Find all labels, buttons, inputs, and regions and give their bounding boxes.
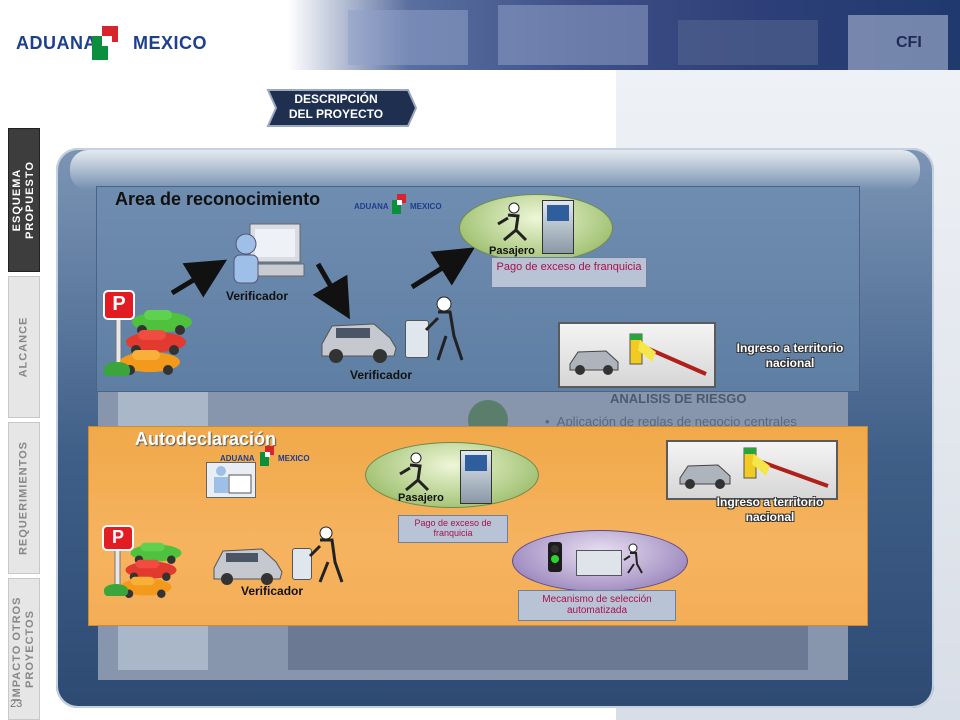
side-tab-alcance[interactable]: ALCANCE bbox=[8, 276, 40, 418]
frame-highlight bbox=[70, 150, 920, 190]
pago-caption-auto: Pago de exceso de franquicia bbox=[398, 515, 508, 543]
logo-left-text: ADUANA bbox=[354, 202, 389, 211]
brand-logo-icon bbox=[260, 446, 274, 466]
logo-right-text: MEXICO bbox=[410, 202, 442, 211]
brand-logo-icon bbox=[392, 194, 406, 214]
car-icon bbox=[210, 544, 284, 591]
person-icon bbox=[622, 543, 644, 579]
verificador-label-auto: Verificador bbox=[241, 584, 304, 598]
ingreso-label-2: Ingreso a territorio nacional bbox=[716, 495, 824, 524]
panel-auto-logo: ADUANA MEXICO bbox=[220, 446, 320, 472]
person-icon bbox=[496, 202, 530, 247]
ingreso-image-1 bbox=[558, 322, 716, 388]
verificador-label-1: Verificador bbox=[226, 289, 289, 303]
car-icon bbox=[318, 318, 398, 369]
verificador-label-2: Verificador bbox=[350, 368, 413, 382]
car-icon bbox=[120, 536, 188, 601]
person-icon bbox=[308, 526, 344, 589]
traffic-light-icon bbox=[548, 542, 562, 572]
background-bullet: • Aplicación de reglas de negocio centra… bbox=[545, 414, 797, 429]
logo-left-text: ADUANA bbox=[220, 454, 255, 463]
parking-sign-icon: P bbox=[102, 525, 134, 593]
page-number: 23 bbox=[10, 698, 23, 710]
ingreso-label-1: Ingreso a territorio nacional bbox=[736, 341, 844, 370]
kiosk-icon bbox=[460, 450, 492, 504]
header-photo-collage: CFI bbox=[288, 0, 960, 70]
side-tab-requerimientos[interactable]: REQUERIMIENTOS bbox=[8, 422, 40, 574]
declaration-desk-icon bbox=[206, 462, 256, 498]
car-icon bbox=[120, 302, 194, 377]
computer-icon bbox=[228, 222, 308, 291]
handheld-device-icon bbox=[292, 548, 312, 580]
header-photo-caption: CFI bbox=[896, 34, 922, 51]
handheld-device-icon bbox=[405, 320, 429, 358]
section-ribbon[interactable] bbox=[266, 88, 418, 128]
mecanismo-caption: Mecanismo de selección automatizada bbox=[518, 590, 676, 621]
pasajero-label-auto: Pasajero bbox=[398, 492, 444, 504]
parking-sign-icon: P bbox=[103, 290, 135, 370]
brand-name-left: ADUANA bbox=[16, 33, 97, 53]
ribbon-label: DESCRIPCIÓN DEL PROYECTO bbox=[288, 92, 384, 121]
person-icon bbox=[424, 296, 464, 367]
person-icon bbox=[398, 452, 432, 497]
panel-area-title: Area de reconocimiento bbox=[115, 189, 321, 209]
background-heading: ANALISIS DE RIESGO bbox=[610, 391, 747, 406]
panel-area-logo: ADUANA MEXICO bbox=[354, 194, 454, 218]
bush-icon bbox=[104, 362, 130, 376]
pasajero-ellipse bbox=[459, 194, 613, 262]
pasajero-ellipse-auto bbox=[365, 442, 539, 508]
ingreso-image-2 bbox=[666, 440, 838, 500]
panel-auto-title: Autodeclaración bbox=[135, 429, 277, 449]
kiosk-icon bbox=[542, 200, 574, 254]
pasajero-label-1: Pasajero bbox=[489, 245, 535, 257]
header-bar: CFI ADUANA MEXICO bbox=[0, 0, 960, 70]
brand-logo-icon bbox=[92, 26, 128, 60]
bush-icon bbox=[104, 584, 128, 596]
logo-right-text: MEXICO bbox=[278, 454, 310, 463]
pago-caption-1: Pago de exceso de franquicia bbox=[491, 257, 647, 288]
computer-icon bbox=[576, 550, 622, 576]
brand-name-right: MEXICO bbox=[133, 33, 208, 53]
